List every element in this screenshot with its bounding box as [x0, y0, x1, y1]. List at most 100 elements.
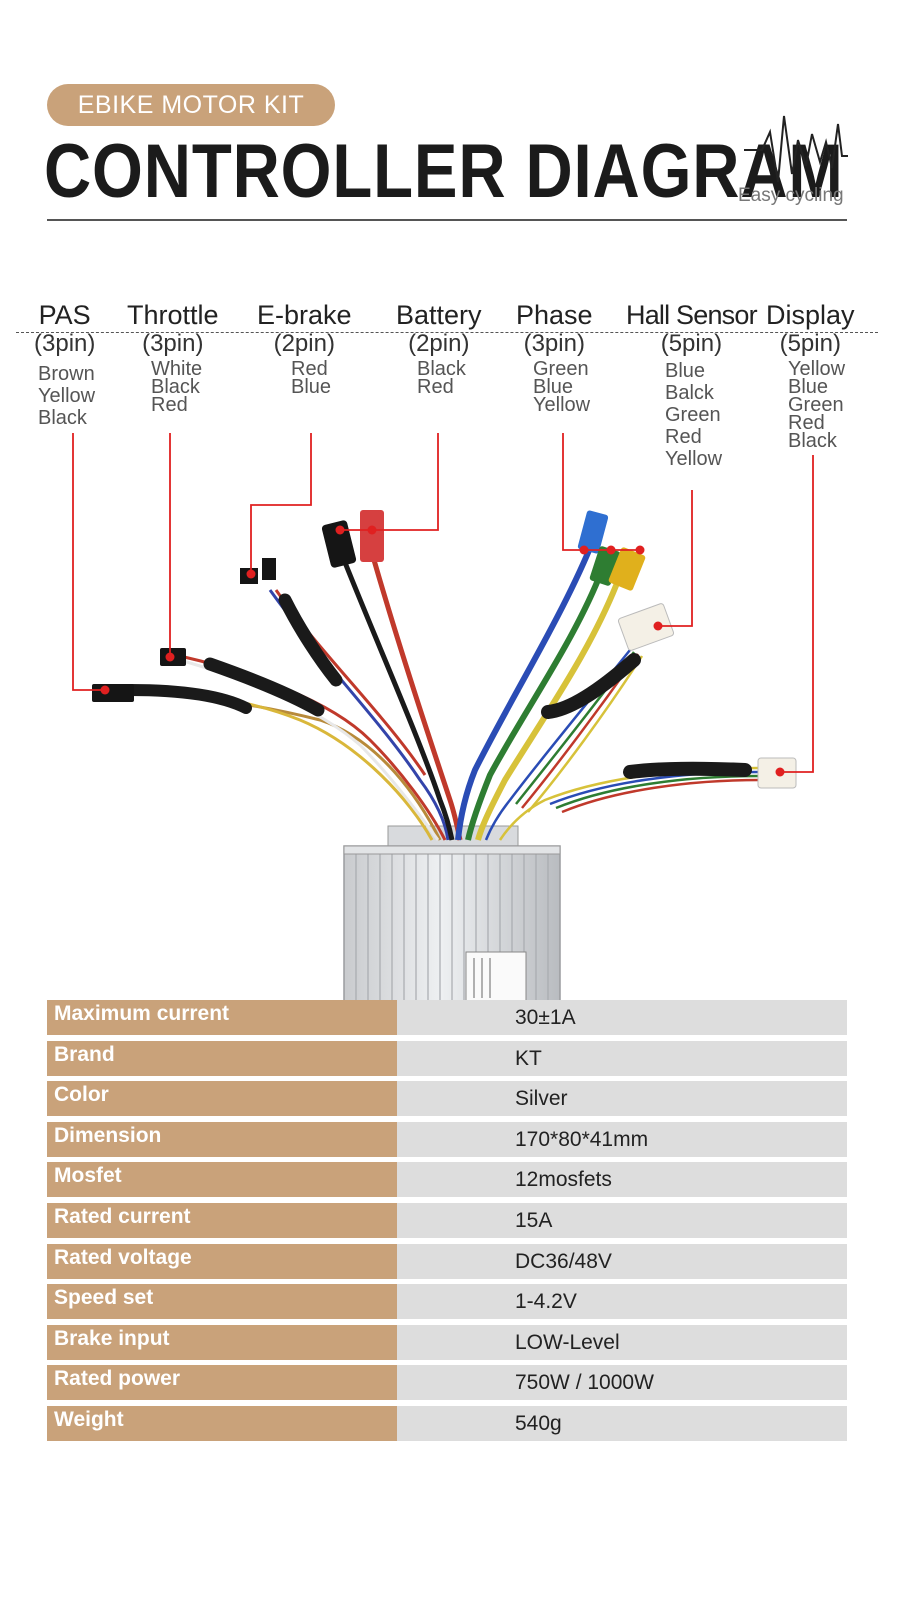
table-row: Weight 540g	[47, 1405, 847, 1441]
connector-pins: (5pin)	[660, 330, 723, 357]
hall-sensor-cable	[484, 603, 675, 841]
wire-color: Red	[151, 394, 188, 416]
wire-list-ebrake: Red Blue	[291, 358, 332, 398]
connector-label-pas: PAS (3pin)	[34, 300, 95, 358]
connector-label-throttle: Throttle (3pin)	[127, 300, 219, 358]
ebrake-cable	[240, 558, 450, 841]
controller-illustration	[72, 433, 814, 1000]
wire-color: White	[151, 358, 203, 380]
wire-list-battery: Black Red	[417, 358, 466, 398]
spec-value: 170*80*41mm	[397, 1121, 847, 1157]
spec-key: Rated voltage	[47, 1243, 397, 1279]
spec-value: DC36/48V	[397, 1243, 847, 1279]
wire-color: Yellow	[665, 448, 723, 470]
connector-header-dashline	[16, 332, 878, 333]
connector-label-hall-sensor: Hall Sensor (5pin)	[626, 300, 758, 358]
spec-table: Maximum current 30±1A Brand KT Color Sil…	[47, 1000, 847, 1447]
connector-name: Phase	[516, 300, 593, 330]
phase-cables	[455, 510, 646, 841]
wire-list-throttle: White Black Red	[151, 358, 203, 416]
wire-list-hall-sensor: Blue Balck Green Red Yellow	[665, 360, 722, 470]
battery-cable	[321, 510, 463, 841]
wire-color: Red	[417, 376, 454, 398]
wire-color: Brown	[38, 363, 95, 385]
wire-color: Green	[665, 404, 721, 426]
display-cable	[498, 757, 797, 841]
wire-list-pas: Brown Yellow Black	[38, 363, 95, 429]
spec-key: Dimension	[47, 1121, 397, 1157]
connector-pins: (3pin)	[34, 330, 96, 357]
table-row: Speed set 1-4.2V	[47, 1284, 847, 1320]
title-divider	[47, 219, 847, 221]
connector-pins: (2pin)	[273, 330, 335, 357]
connector-name: E-brake	[257, 300, 352, 330]
wire-color: Green	[788, 394, 844, 416]
page-title: CONTROLLER DIAGRAM	[44, 129, 844, 214]
connector-label-phase: Phase (3pin)	[516, 300, 593, 358]
spec-key: Weight	[47, 1405, 397, 1441]
controller-box	[343, 825, 561, 1000]
table-row: Color Silver	[47, 1081, 847, 1117]
wire-color: Blue	[788, 376, 829, 398]
heartbeat-line-icon	[744, 115, 848, 183]
logo-text: Easy cycling	[738, 185, 844, 206]
wire-color: Green	[533, 358, 589, 380]
spec-value: KT	[397, 1040, 847, 1076]
table-row: Rated voltage DC36/48V	[47, 1243, 847, 1279]
connector-pins: (3pin)	[142, 330, 204, 357]
spec-value: 750W / 1000W	[397, 1365, 847, 1401]
wire-color: Red	[291, 358, 328, 380]
product-badge: EBIKE MOTOR KIT	[47, 84, 335, 126]
wire-color: Black	[38, 407, 87, 429]
wire-color: Yellow	[38, 385, 96, 407]
wire-color: Blue	[533, 376, 574, 398]
pointer-lines	[72, 433, 814, 773]
connector-name: Throttle	[127, 300, 219, 330]
connector-name: Display	[766, 300, 855, 330]
wire-color: Black	[151, 376, 200, 398]
wire-color: Blue	[291, 376, 332, 398]
spec-key: Brand	[47, 1040, 397, 1076]
spec-value: 1-4.2V	[397, 1284, 847, 1320]
pas-cable	[92, 684, 442, 841]
connector-name: Hall Sensor	[626, 300, 758, 330]
wire-color: Red	[665, 426, 702, 448]
table-row: Dimension 170*80*41mm	[47, 1121, 847, 1157]
wire-list-phase: Green Blue Yellow	[533, 358, 591, 416]
wire-color: Blue	[665, 360, 706, 382]
wire-color: Black	[788, 430, 837, 452]
wire-color: Yellow	[533, 394, 591, 416]
spec-value: 30±1A	[397, 1000, 847, 1035]
spec-key: Speed set	[47, 1284, 397, 1320]
table-row: Rated power 750W / 1000W	[47, 1365, 847, 1401]
spec-key: Rated current	[47, 1202, 397, 1238]
wire-color: Balck	[665, 382, 714, 404]
table-row: Rated current 15A	[47, 1202, 847, 1238]
wire-color: Yellow	[788, 358, 846, 380]
spec-value: 12mosfets	[397, 1162, 847, 1198]
connector-pins: (2pin)	[408, 330, 470, 357]
wire-color: Black	[417, 358, 466, 380]
connector-name: Battery	[396, 300, 482, 330]
throttle-cable	[160, 648, 447, 841]
spec-key: Maximum current	[47, 1000, 397, 1035]
connector-pins: (3pin)	[523, 330, 585, 357]
wire-list-display: Yellow Blue Green Red Black	[788, 358, 846, 452]
spec-value: 540g	[397, 1405, 847, 1441]
table-row: Brand KT	[47, 1040, 847, 1076]
connector-name: PAS	[38, 300, 91, 330]
wire-color: Red	[788, 412, 825, 434]
connector-label-battery: Battery (2pin)	[396, 300, 482, 358]
spec-key: Rated power	[47, 1365, 397, 1401]
spec-key: Mosfet	[47, 1162, 397, 1198]
table-row: Brake input LOW-Level	[47, 1324, 847, 1360]
connector-label-ebrake: E-brake (2pin)	[257, 300, 352, 358]
table-row: Mosfet 12mosfets	[47, 1162, 847, 1198]
spec-key: Brake input	[47, 1324, 397, 1360]
connector-pins: (5pin)	[779, 330, 841, 357]
connector-label-display: Display (5pin)	[766, 300, 855, 358]
spec-key: Color	[47, 1081, 397, 1117]
spec-value: LOW-Level	[397, 1324, 847, 1360]
spec-value: Silver	[397, 1081, 847, 1117]
pointer-dots	[100, 525, 785, 777]
